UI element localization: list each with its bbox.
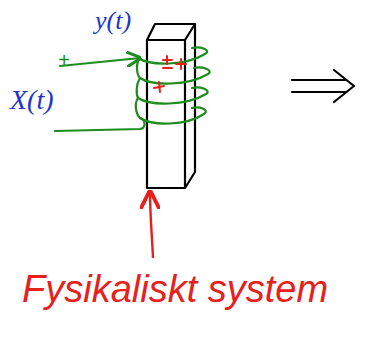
signal-name: y(t) [95, 8, 131, 34]
block [147, 24, 195, 188]
polarity-sign: + [58, 50, 70, 70]
caption-note: Fysikaliskt system [22, 270, 328, 308]
coil [55, 47, 210, 131]
charge-symbols [154, 56, 186, 92]
pointer-arrow [150, 192, 153, 258]
implies-arrow [292, 70, 354, 102]
signal-name: X(t) [10, 86, 54, 114]
